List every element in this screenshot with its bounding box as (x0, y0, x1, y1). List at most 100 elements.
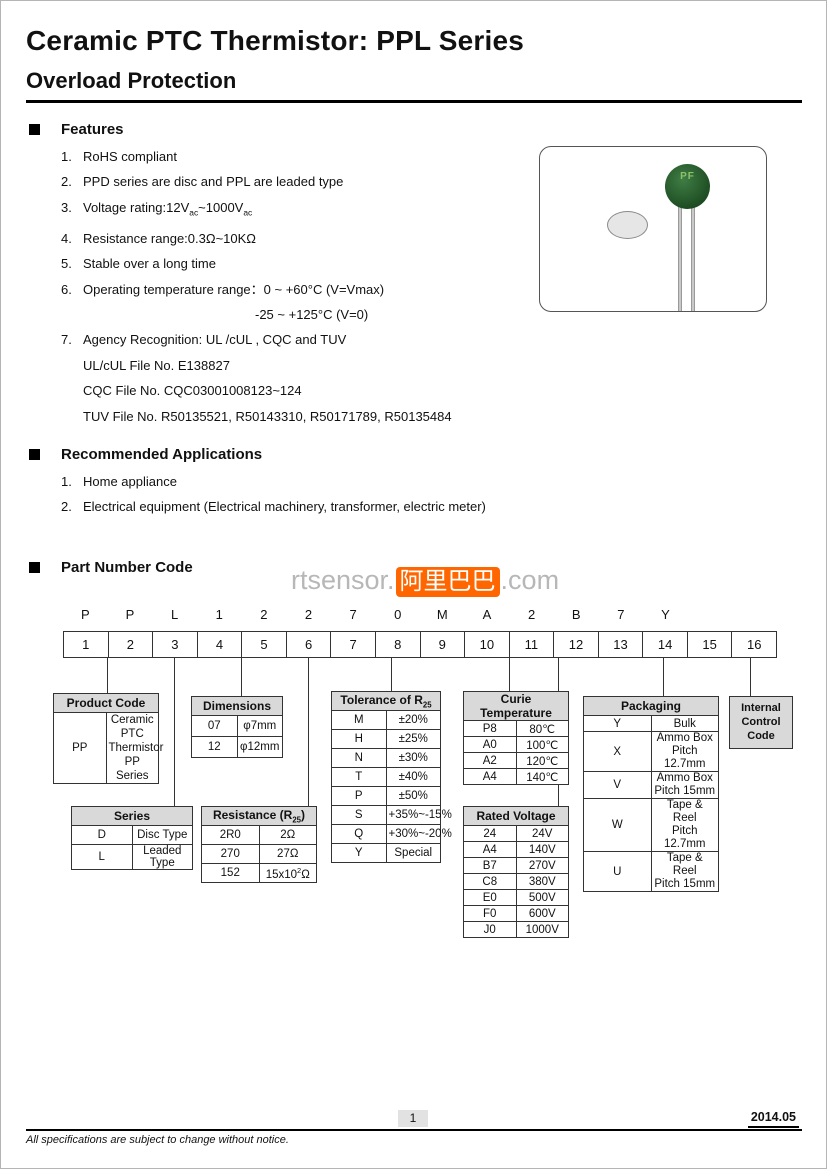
code-letter: 7 (349, 607, 357, 622)
connector-line (174, 658, 175, 806)
feature-text: Operating temperature range：0 ~ +60°C (V… (83, 277, 384, 328)
page-subtitle: Overload Protection (26, 68, 237, 93)
value-part: Ω (301, 868, 310, 881)
resistance-table: Resistance (R25) 2R0 2Ω 270 27Ω 152 15x1… (201, 806, 317, 883)
table-row: Q+30%~-20% (331, 824, 452, 844)
value-cell: 500V (515, 889, 569, 906)
feature-number: 1. (61, 149, 72, 164)
applications-list: 1. Home appliance 2. Electrical equipmen… (61, 469, 486, 520)
table-title: Packaging (583, 696, 719, 716)
code-cell: T (331, 767, 387, 787)
value-cell: +30%~-20% (385, 824, 452, 844)
feature-text-line: TUV File No. R50135521, R50143310, R5017… (83, 408, 452, 424)
application-item: 1. Home appliance (61, 469, 486, 494)
value-cell: ±50% (385, 786, 441, 806)
code-letter: L (170, 607, 179, 622)
position-cell: 10 (464, 632, 509, 657)
code-letter: M (436, 607, 448, 622)
connector-line (750, 658, 751, 696)
feature-text-part: ~1000V (198, 199, 244, 215)
subscript: 25 (422, 700, 432, 710)
code-cell: 270 (201, 844, 260, 864)
table-row: Y Bulk (583, 715, 719, 732)
ptc-disc-image: PF (665, 164, 710, 209)
code-letter: Y (661, 607, 670, 622)
code-cell: V (583, 771, 652, 799)
value-cell: Tape & Reel Pitch 12.7mm (650, 798, 719, 852)
disc-side-view (607, 211, 648, 239)
value-cell: φ12mm (236, 736, 283, 758)
feature-text-line: CQC File No. CQC03001008123~124 (83, 383, 302, 399)
code-cell: F0 (463, 905, 517, 922)
code-letter (688, 607, 733, 622)
subscript: 25 (292, 815, 302, 825)
title-part: Tolerance of R (340, 692, 423, 707)
features-heading: Features (29, 121, 124, 138)
table-row: V Ammo Box Pitch 15mm (583, 771, 719, 799)
feature-number: 3. (61, 199, 72, 215)
feature-number: 5. (61, 256, 72, 272)
application-text: Home appliance (83, 474, 177, 489)
code-cell: Q (331, 824, 387, 844)
table-title: Dimensions (191, 696, 283, 716)
connector-line (107, 658, 108, 693)
position-cell: 8 (374, 632, 420, 657)
code-cell: A2 (463, 752, 517, 769)
position-cell: 6 (285, 632, 331, 657)
value-cell: 80℃ (515, 720, 569, 737)
part-number-heading-label: Part Number Code (61, 559, 193, 576)
table-row: PP Ceramic PTC Thermistor PP Series (53, 712, 163, 784)
subscript: ac (243, 207, 253, 218)
superscript: 2 (297, 865, 302, 875)
feature-item: 3. Voltage rating:12Vac~1000Vac (61, 195, 452, 226)
value-line: Pitch 15mm (654, 785, 716, 797)
application-text: Electrical equipment (Electrical machine… (83, 499, 486, 515)
code-cell: M (331, 710, 387, 730)
code-cell: U (583, 851, 652, 892)
code-cell: L (71, 844, 133, 870)
value-line: Tape & Reel (666, 799, 703, 824)
code-cell: C8 (463, 873, 517, 890)
dimensions-table: Dimensions 07 φ7mm 12 φ12mm (191, 696, 283, 758)
features-heading-label: Features (61, 121, 124, 138)
applications-heading-label: Recommended Applications (61, 446, 263, 463)
watermark-text: rtsensor. (291, 565, 395, 595)
product-code-table: Product Code PP Ceramic PTC Thermistor P… (53, 693, 163, 784)
value-cell: Ammo Box Pitch 15mm (650, 771, 719, 799)
feature-number: 2. (61, 174, 72, 190)
feature-text: Voltage rating:12Vac~1000Vac (83, 195, 252, 226)
code-cell: A0 (463, 736, 517, 753)
value-line: Ceramic PTC (110, 714, 154, 740)
feature-number: 6. (61, 281, 72, 297)
table-title: Curie Temperature (463, 691, 569, 721)
value-cell: 600V (515, 905, 569, 922)
value-line: PP Series (115, 756, 149, 782)
table-row: W Tape & Reel Pitch 12.7mm (583, 798, 719, 852)
value-cell: 100℃ (515, 736, 569, 753)
internal-control-line: Code (747, 730, 775, 742)
value-line: Ammo Box (656, 732, 713, 744)
value-line: Ammo Box (656, 772, 713, 784)
feature-text: Agency Recognition: UL /cUL , CQC and TU… (83, 327, 452, 429)
revision-date: 2014.05 (747, 1110, 799, 1128)
part-number-positions: 1 2 3 4 5 6 7 8 9 10 11 12 13 14 15 16 (63, 631, 777, 658)
connector-line (509, 658, 510, 691)
code-cell: S (331, 805, 387, 825)
feature-text: Stable over a long time (83, 256, 216, 272)
value-cell: 2Ω (258, 825, 317, 845)
code-cell: P (331, 786, 387, 806)
code-letter: P (125, 607, 135, 622)
table-row: N±30% (331, 748, 441, 768)
value-cell: Bulk (650, 715, 719, 732)
code-letter: 2 (527, 607, 536, 622)
lead-wire-left (678, 205, 682, 311)
code-letter: 0 (394, 607, 402, 622)
application-number: 1. (61, 474, 72, 489)
